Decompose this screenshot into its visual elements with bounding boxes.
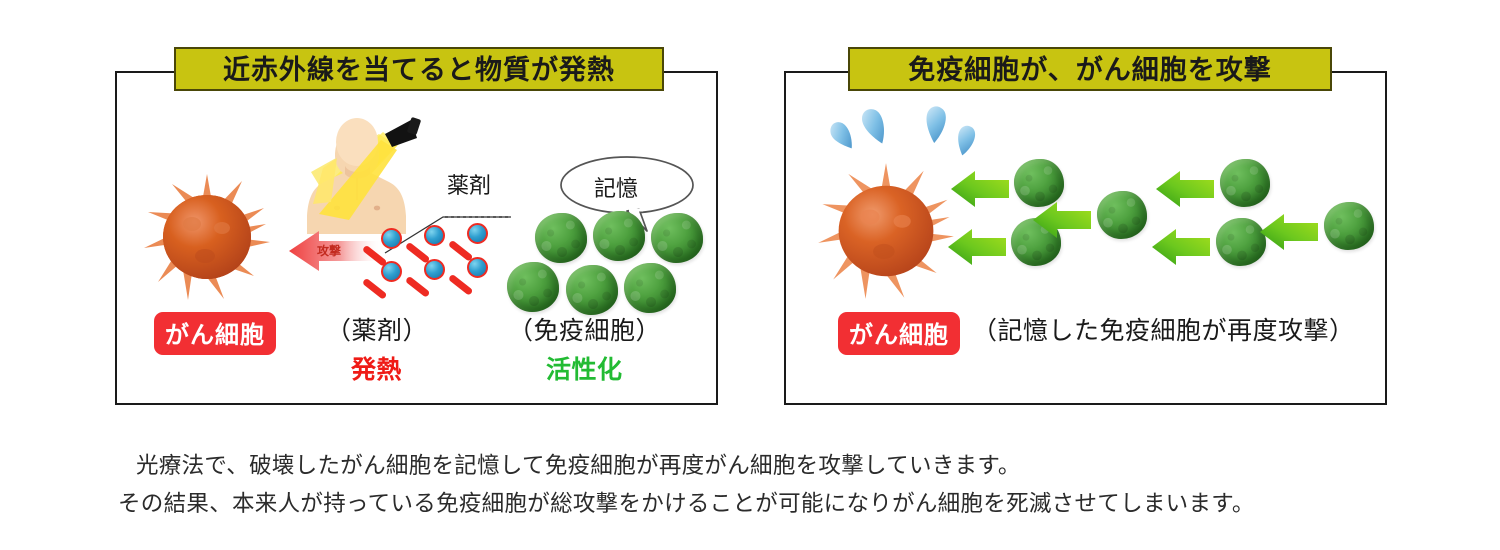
immune-cell xyxy=(1097,191,1147,239)
cancer-cell-illustration xyxy=(816,161,956,301)
sweat-drops xyxy=(830,106,976,156)
immune-group-effect: 活性化 xyxy=(546,356,623,384)
immune-group-caption: （免疫細胞） xyxy=(508,317,662,345)
immune-cell xyxy=(1014,159,1064,207)
green-attack-arrow xyxy=(1033,202,1091,238)
panel-title-right: 免疫細胞が、がん細胞を攻撃 xyxy=(848,47,1332,91)
immune-cell xyxy=(535,213,587,263)
immune-cell xyxy=(1324,202,1374,250)
immune-cell xyxy=(507,262,559,312)
drug-leader-line xyxy=(384,216,511,254)
immune-cell xyxy=(1216,218,1266,266)
patient-with-lamp-illustration xyxy=(293,116,423,236)
attack-arrow xyxy=(289,231,383,271)
panel-immune-cells-attack: 免疫細胞が、がん細胞を攻撃 xyxy=(784,47,1387,405)
drug-molecule xyxy=(404,259,447,299)
cancer-cell-badge-right: がん細胞 xyxy=(838,312,960,355)
footer-line-1: 光療法で、破壊したがん細胞を記憶して免疫細胞が再度がん細胞を攻撃していきます。 xyxy=(136,453,1021,478)
drug-molecule xyxy=(447,257,490,297)
drug-molecule xyxy=(447,223,490,263)
green-attack-arrow xyxy=(1152,229,1210,265)
immune-cell xyxy=(624,263,676,313)
immune-cell xyxy=(651,213,703,263)
drug-group-effect: 発熱 xyxy=(351,356,403,384)
panel-near-infrared-heating: 近赤外線を当てると物質が発熱 薬剤 xyxy=(115,47,718,405)
drug-lead-label: 薬剤 xyxy=(447,173,492,198)
cancer-cell-illustration xyxy=(142,172,272,302)
green-attack-arrow xyxy=(948,229,1006,265)
panel-title-left: 近赤外線を当てると物質が発熱 xyxy=(174,47,664,91)
cancer-cell-badge-left: がん細胞 xyxy=(154,312,276,355)
immune-cell xyxy=(566,265,618,315)
memory-bubble-label: 記憶 xyxy=(594,176,639,201)
attack-arrow-label: 攻撃 xyxy=(317,244,342,258)
memory-attack-caption: （記憶した免疫細胞が再度攻撃） xyxy=(972,317,1355,345)
drug-molecule xyxy=(361,261,404,301)
footer-line-2: その結果、本来人が持っている免疫細胞が総攻撃をかけることが可能になりがん細胞を死… xyxy=(118,491,1255,516)
drug-molecule xyxy=(361,228,404,268)
green-attack-arrow xyxy=(1156,171,1214,207)
green-attack-arrow xyxy=(951,171,1009,207)
drug-molecule xyxy=(404,225,447,265)
immune-cell xyxy=(1220,159,1270,207)
footer-description: 光療法で、破壊したがん細胞を記憶して免疫細胞が再度がん細胞を攻撃していきます。 … xyxy=(118,447,1418,523)
immune-cell xyxy=(593,211,645,261)
drug-group-caption: （薬剤） xyxy=(326,317,429,345)
green-attack-arrow xyxy=(1260,214,1318,250)
